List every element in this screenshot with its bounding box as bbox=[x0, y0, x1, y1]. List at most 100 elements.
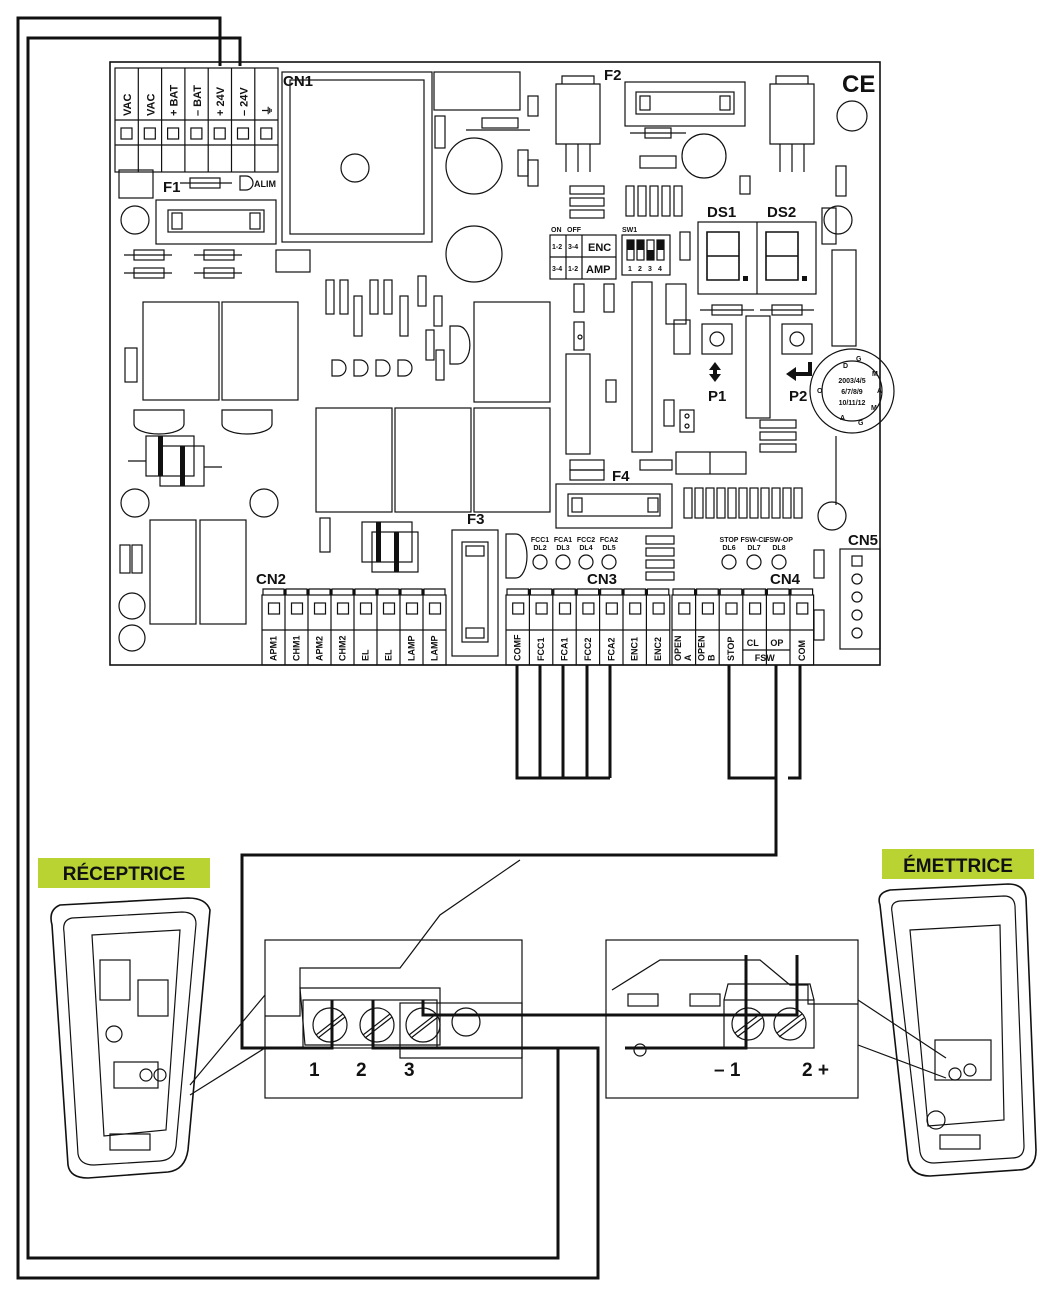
capacitor-2 bbox=[445, 225, 503, 283]
emitter-terminal-minus: – 1 bbox=[714, 1060, 741, 1081]
terminal-label: STOP bbox=[726, 637, 736, 661]
button-p1 bbox=[701, 323, 733, 355]
terminal-label: EL bbox=[361, 649, 371, 661]
status-led bbox=[746, 554, 762, 570]
svg-text:O: O bbox=[817, 388, 823, 395]
capacitor-1 bbox=[445, 137, 503, 195]
led-label: FSW-OP bbox=[765, 537, 793, 544]
svg-text:1: 1 bbox=[628, 266, 632, 273]
led-label: DL3 bbox=[556, 545, 569, 552]
alim-led bbox=[239, 175, 254, 191]
cn1-label: CN1 bbox=[283, 73, 313, 90]
cn1-terminal-label: VAC bbox=[145, 94, 157, 116]
svg-text:3-4: 3-4 bbox=[552, 266, 562, 273]
amp-label: AMP bbox=[586, 264, 610, 276]
emitter-unit: ÉMETTRICE – 1 2 + bbox=[605, 849, 1037, 1177]
cn5-connector bbox=[839, 548, 881, 650]
led-label: DL4 bbox=[579, 545, 592, 552]
emitter-badge bbox=[882, 849, 1034, 879]
receiver-title: RÉCEPTRICE bbox=[63, 863, 185, 885]
svg-text:A: A bbox=[840, 415, 845, 422]
emitter-zoom bbox=[605, 939, 859, 1099]
svg-text:D: D bbox=[843, 363, 848, 370]
terminal-label: B bbox=[706, 654, 716, 661]
status-led bbox=[601, 554, 617, 570]
transformer bbox=[281, 71, 433, 243]
selector-knob: 2003/4/5 6/7/8/9 10/11/12 D G M A M G A … bbox=[809, 348, 895, 434]
button-p2 bbox=[781, 323, 813, 355]
f3-label: F3 bbox=[467, 511, 485, 528]
receiver-terminal-3: 3 bbox=[404, 1060, 415, 1081]
svg-text:M: M bbox=[872, 371, 878, 378]
terminal-label: ENC1 bbox=[630, 637, 640, 661]
terminal-label: OPEN bbox=[696, 635, 706, 661]
cn1-terminal-label: ⏚ bbox=[261, 105, 274, 116]
svg-text:6/7/8/9: 6/7/8/9 bbox=[841, 389, 863, 396]
status-led bbox=[721, 554, 737, 570]
terminal-label: CHM1 bbox=[292, 635, 302, 661]
p1-label: P1 bbox=[708, 388, 726, 405]
terminal-label: CHM2 bbox=[338, 635, 348, 661]
cn3-label: CN3 bbox=[587, 571, 617, 588]
fuse-f4 bbox=[555, 483, 673, 529]
terminal-label: LAMP bbox=[430, 636, 440, 662]
emitter-terminal-plus: 2 + bbox=[802, 1060, 829, 1081]
terminal-label: LAMP bbox=[407, 636, 417, 662]
ds2-label: DS2 bbox=[767, 204, 796, 221]
svg-text:G: G bbox=[858, 420, 864, 427]
enc-label: ENC bbox=[588, 242, 611, 254]
led-label: FCA1 bbox=[554, 537, 572, 544]
relay-5 bbox=[473, 407, 551, 513]
terminal-label: FCC1 bbox=[536, 637, 546, 661]
receiver-terminal-1: 1 bbox=[309, 1060, 320, 1081]
terminal-label: APM2 bbox=[315, 636, 325, 661]
status-led bbox=[578, 554, 594, 570]
svg-text:3-4: 3-4 bbox=[568, 244, 578, 251]
p2-label: P2 bbox=[789, 388, 807, 405]
off-label: OFF bbox=[567, 227, 582, 234]
svg-text:1-2: 1-2 bbox=[568, 266, 578, 273]
cn1-terminal-label: + 24V bbox=[215, 86, 227, 116]
svg-text:3: 3 bbox=[648, 266, 652, 273]
receiver-housing bbox=[50, 897, 211, 1179]
board-outline bbox=[109, 61, 881, 666]
terminal-label: EL bbox=[384, 649, 394, 661]
f2-label: F2 bbox=[604, 67, 622, 84]
relay-4 bbox=[394, 407, 472, 513]
svg-text:A: A bbox=[877, 388, 882, 395]
sw1-label: SW1 bbox=[622, 227, 637, 234]
ce-mark: CE bbox=[842, 71, 875, 98]
receiver-badge bbox=[38, 858, 210, 888]
terminal-label: FCA1 bbox=[560, 637, 570, 661]
terminal-label: CL bbox=[747, 638, 759, 648]
terminal-label: ENC2 bbox=[653, 637, 663, 661]
relay-1 bbox=[142, 301, 220, 401]
led-label: FCC1 bbox=[531, 537, 549, 544]
terminal-label: COMF bbox=[513, 634, 523, 661]
cn1-terminal-label: VAC bbox=[122, 94, 134, 116]
terminal-label: FCC2 bbox=[583, 637, 593, 661]
led-label: DL2 bbox=[533, 545, 546, 552]
relay-2 bbox=[221, 301, 299, 401]
led-label: DL8 bbox=[772, 545, 785, 552]
terminal-label: COM bbox=[797, 640, 807, 661]
leds-row bbox=[331, 359, 413, 377]
alim-label: ALIM bbox=[254, 179, 276, 189]
on-label: ON bbox=[551, 227, 562, 234]
led-label: DL5 bbox=[602, 545, 615, 552]
f1-label: F1 bbox=[163, 179, 181, 196]
led-label: STOP bbox=[720, 537, 739, 544]
status-led bbox=[532, 554, 548, 570]
dip-legend: ON OFF 1-2 3-4 3-4 1-2 ENC AMP bbox=[549, 227, 617, 280]
cn4-label: CN4 bbox=[770, 571, 801, 588]
fuse-f1 bbox=[155, 199, 277, 245]
receiver-unit: RÉCEPTRICE 1 2 3 bbox=[38, 858, 523, 1179]
emitter-title: ÉMETTRICE bbox=[903, 855, 1013, 877]
status-led bbox=[555, 554, 571, 570]
terminal-label: OPEN bbox=[673, 635, 683, 661]
